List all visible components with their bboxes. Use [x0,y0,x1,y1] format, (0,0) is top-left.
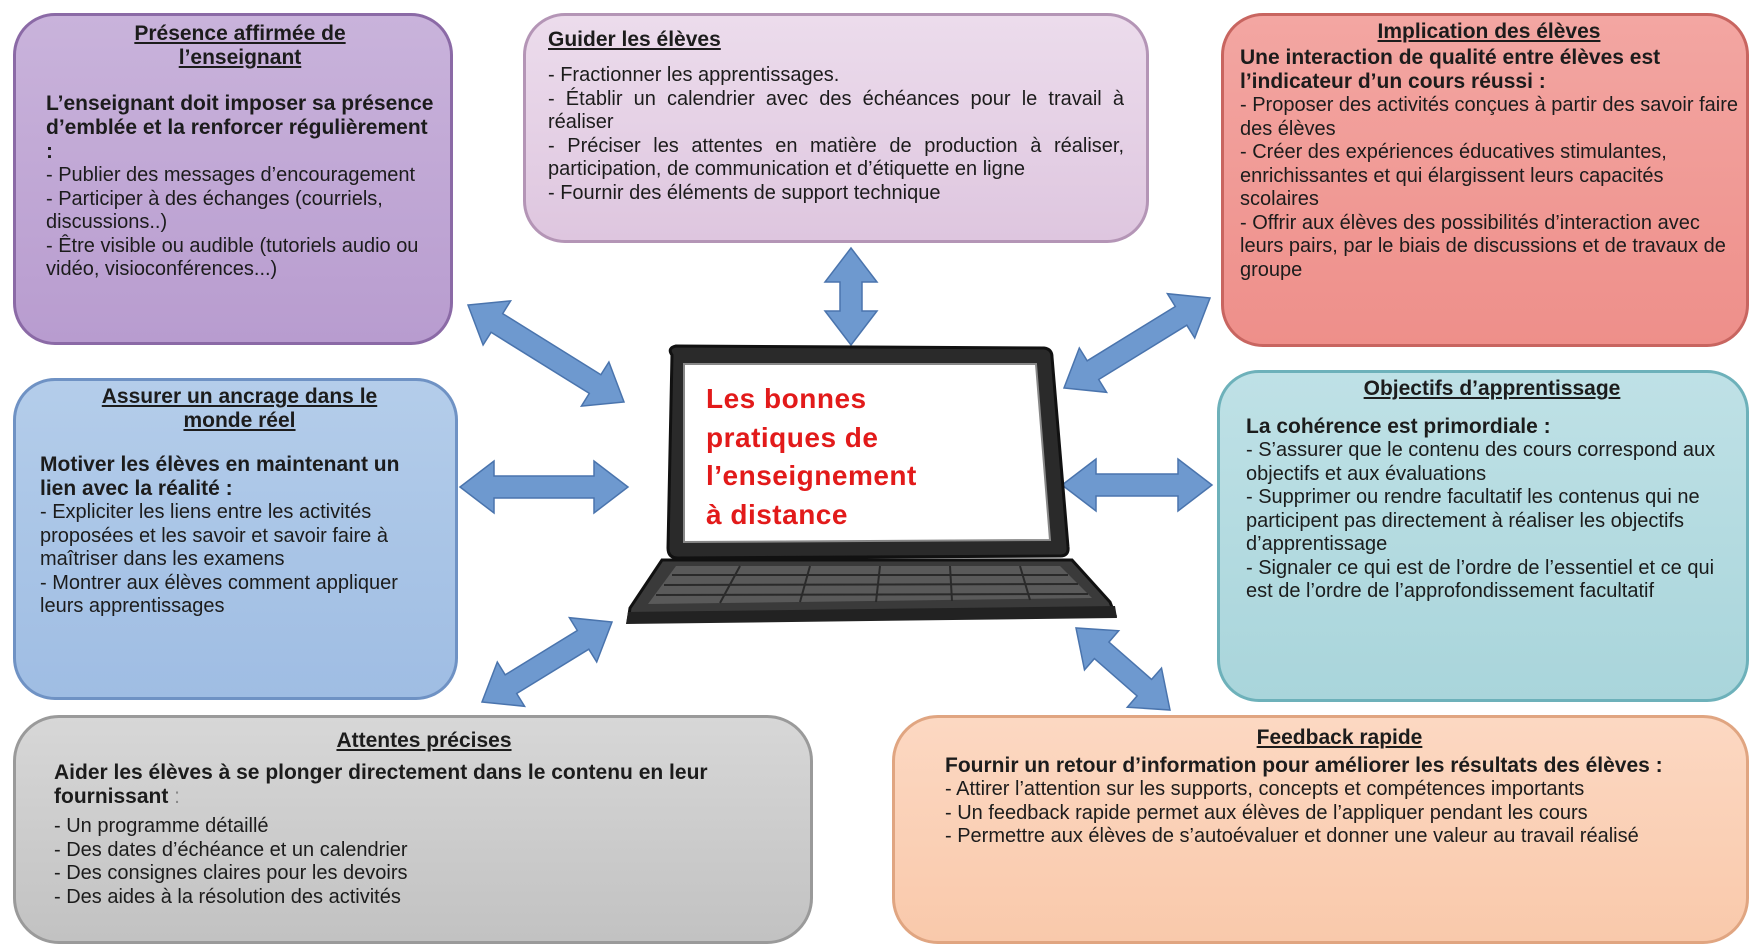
box-title: Objectifs d’apprentissage [1363,377,1621,400]
box-title-line: l’enseignant [178,46,302,69]
list-item: S’assurer que le contenu des cours corre… [1246,439,1738,486]
box-intro-tail: : [168,785,181,808]
list-item: Un feedback rapide permet aux élèves de … [945,802,1734,826]
list-item: Attirer l’attention sur les supports, co… [945,778,1734,802]
list-item: Montrer aux élèves comment appliquer leu… [40,572,439,619]
box-list: Fractionner les apprentissages. Établir … [548,64,1124,205]
list-item: Des consignes claires pour les devoirs [54,862,794,886]
central-title-line: à distance [706,498,848,530]
list-item: Fournir des éléments de support techniqu… [548,182,1124,206]
list-item: Signaler ce qui est de l’ordre de l’esse… [1246,557,1738,604]
box-objectifs-apprentissage: Objectifs d’apprentissage La cohérence e… [1217,370,1749,702]
list-item: Expliciter les liens entre les activités… [40,501,439,572]
box-implication-eleves: Implication des élèves Une interaction d… [1221,13,1749,347]
box-title-line: Assurer un ancrage dans le [101,385,378,408]
box-feedback-rapide: Feedback rapide Fournir un retour d’info… [892,715,1749,944]
box-attentes-precises: Attentes précises Aider les élèves à se … [13,715,813,944]
box-title-line: monde réel [183,409,296,432]
list-item: Publier des messages d’encouragement [46,164,434,188]
list-item: Participer à des échanges (courriels, di… [46,188,434,235]
box-intro: Motiver les élèves en maintenant un lien… [40,453,400,500]
arrow-ancrage-icon [458,459,630,515]
list-item: Être visible ou audible (tutoriels audio… [46,235,434,282]
list-item: Établir un calendrier avec des échéances… [548,88,1124,135]
box-intro: La cohérence est primordiale : [1246,415,1551,438]
box-list: S’assurer que le contenu des cours corre… [1246,439,1738,604]
box-list: Attirer l’attention sur les supports, co… [945,778,1734,849]
laptop-icon [626,344,1118,624]
box-intro: Fournir un retour d’information pour amé… [945,754,1663,777]
box-intro-text: Aider les élèves à se plonger directemen… [54,761,708,808]
box-intro: Aider les élèves à se plonger directemen… [54,761,794,809]
box-title-line: Présence affirmée de [134,22,346,45]
box-guider-eleves: Guider les élèves Fractionner les appren… [523,13,1149,243]
list-item: Supprimer ou rendre facultatif les conte… [1246,486,1738,557]
central-title-line: pratiques de [706,421,879,453]
list-item: Créer des expériences éducatives stimula… [1240,141,1738,212]
box-title: Feedback rapide [1256,726,1423,749]
central-title-line: Les bonnes [706,383,867,414]
box-intro: L’enseignant doit imposer sa présence d’… [46,92,434,163]
arrow-feedback-icon [1075,627,1171,711]
arrow-implication-icon [1062,292,1212,394]
central-title-line: l’enseignement [706,460,917,491]
box-list: Un programme détaillé Des dates d’échéan… [54,815,794,909]
central-title: Les bonnes pratiques de l’enseignement à… [706,380,1006,534]
box-title: Guider les élèves [548,28,721,51]
box-list: Proposer des activités conçues à partir … [1240,94,1738,282]
arrow-presence-icon [466,300,626,407]
box-title: Attentes précises [336,729,512,752]
list-item: Offrir aux élèves des possibilités d’int… [1240,212,1738,283]
list-item: Préciser les attentes en matière de prod… [548,135,1124,182]
list-item: Des dates d’échéance et un calendrier [54,839,794,863]
box-list: Expliciter les liens entre les activités… [40,501,439,619]
list-item: Des aides à la résolution des activités [54,886,794,910]
arrow-guider-icon [823,246,879,347]
box-list: Publier des messages d’encouragement Par… [46,164,434,282]
arrow-objectifs-icon [1060,457,1214,513]
list-item: Permettre aux élèves de s’autoévaluer et… [945,825,1734,849]
list-item: Proposer des activités conçues à partir … [1240,94,1738,141]
list-item: Fractionner les apprentissages. [548,64,1124,88]
list-item: Un programme détaillé [54,815,794,839]
box-intro: Une interaction de qualité entre élèves … [1240,46,1661,93]
arrow-attentes-icon [480,616,614,708]
box-title: Implication des élèves [1377,20,1601,43]
